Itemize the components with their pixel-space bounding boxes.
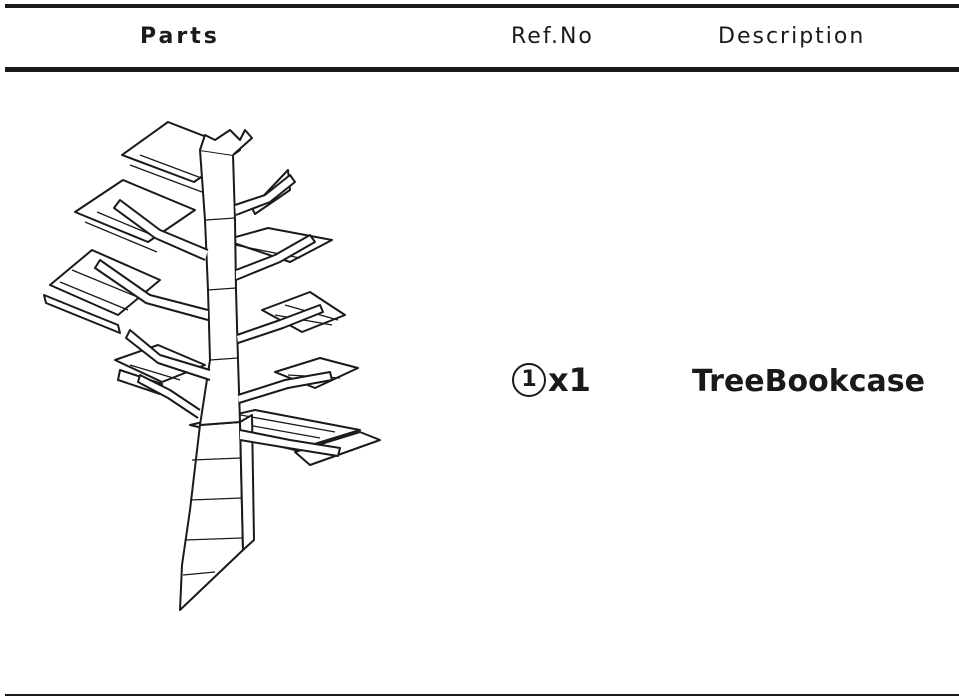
ref-number: 1 x1	[512, 358, 591, 402]
header-ref-no: Ref.No	[511, 24, 594, 49]
header-description: Description	[718, 24, 866, 49]
table-bottom-rule	[5, 694, 959, 696]
part-description: TreeBookcase	[692, 364, 925, 399]
table-header-rule	[5, 67, 959, 72]
tree-bookcase-icon	[40, 110, 390, 630]
quantity: x1	[548, 361, 591, 399]
table-top-rule	[5, 4, 959, 8]
header-parts: Parts	[140, 24, 220, 49]
ref-number-circle: 1	[512, 363, 546, 397]
